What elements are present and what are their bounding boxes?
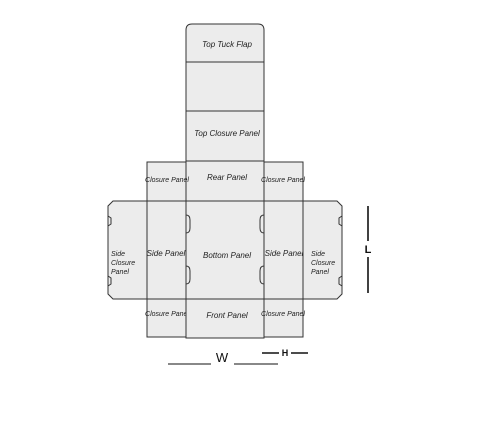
closure-panel-top-right [263, 161, 304, 202]
closure-panel-top-left-label: Closure Panel [145, 177, 189, 184]
width-dimension-label: W [216, 350, 229, 365]
closure-panel-bottom-left-label: Closure Panel [145, 311, 189, 318]
rear-panel-label: Rear Panel [207, 173, 247, 182]
side-closure-panel-left-label: Side Closure Panel [111, 251, 137, 276]
notch-right-upper [338, 215, 343, 227]
top-tuck-flap-label: Top Tuck Flap [202, 40, 252, 49]
closure-panel-bottom-left [146, 298, 187, 338]
closure-panel-bottom-right-label: Closure Panel [261, 311, 305, 318]
closure-panel-top-right-label: Closure Panel [261, 177, 305, 184]
notch-left-upper [107, 215, 112, 227]
bottom-panel-label: Bottom Panel [203, 251, 251, 260]
notch-right-lower [338, 275, 343, 287]
side-closure-panel-right-label: Side Closure Panel [311, 251, 337, 276]
side-closure-panel-right [302, 200, 343, 300]
side-closure-right-line-2: Closure [311, 260, 335, 267]
side-closure-right-line-3: Panel [311, 269, 329, 276]
top-closure-panel-label: Top Closure Panel [194, 129, 260, 138]
top-closure-panel [185, 110, 265, 162]
side-closure-left-line-1: Side [111, 251, 125, 258]
lock-slit-left-bottom [185, 265, 191, 285]
top-tuck-flap-panel [185, 23, 265, 63]
lock-slit-right-top [259, 214, 265, 234]
closure-panel-top-left [146, 161, 187, 202]
notch-left-lower [107, 275, 112, 287]
lock-slit-right-bottom [259, 265, 265, 285]
side-closure-right-line-1: Side [311, 251, 325, 258]
lock-slit-left-top [185, 214, 191, 234]
side-panel-right-label: Side Panel [265, 249, 304, 258]
side-closure-left-line-3: Panel [111, 269, 129, 276]
side-closure-panel-left [107, 200, 148, 300]
front-panel-label: Front Panel [206, 311, 248, 320]
length-dimension-label: L [365, 244, 372, 256]
side-closure-left-line-2: Closure [111, 260, 135, 267]
side-panel-left-label: Side Panel [147, 249, 186, 258]
closure-panel-bottom-right [263, 298, 304, 338]
top-inner-panel [185, 61, 265, 112]
height-dimension-label: H [282, 348, 289, 358]
bottom-panel [185, 200, 265, 300]
front-panel [185, 298, 265, 339]
